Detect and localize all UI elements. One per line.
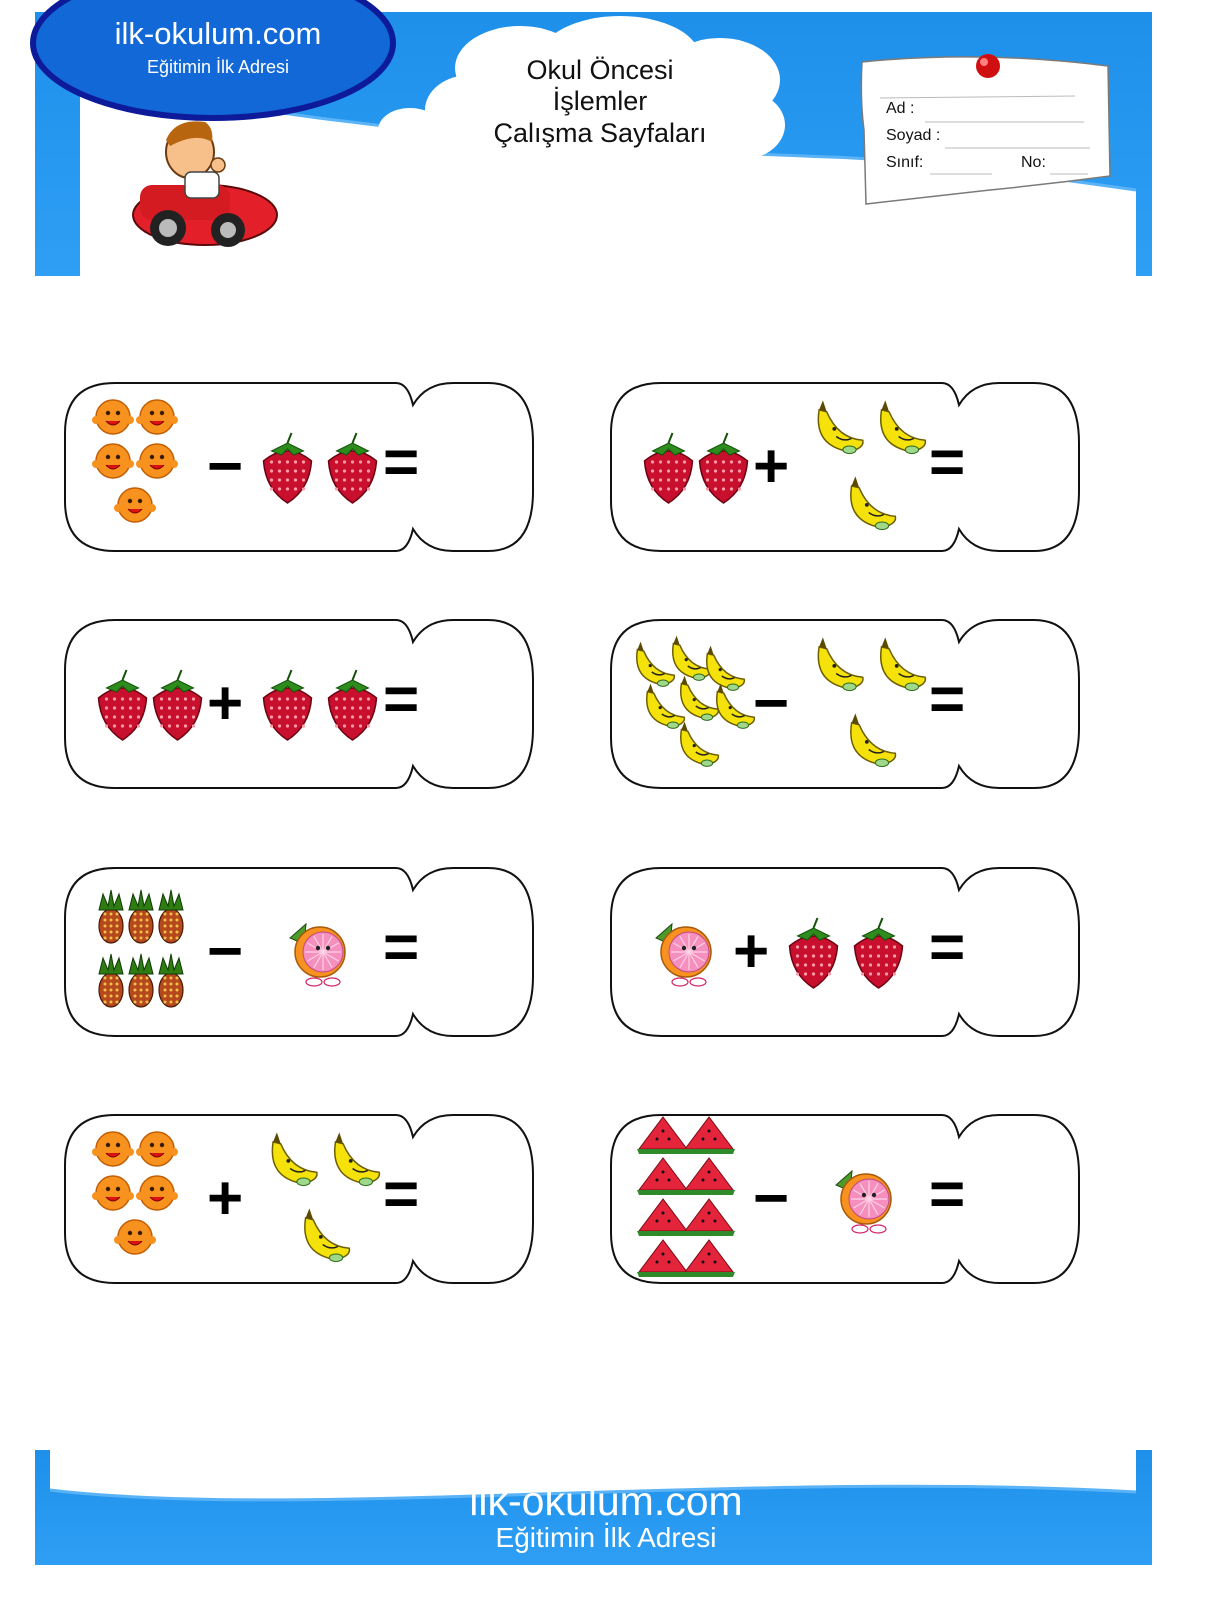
answer-box-5[interactable] xyxy=(410,878,528,1026)
problem-fruits xyxy=(92,399,927,1277)
worksheet-title-line-2: İşlemler xyxy=(552,86,648,116)
class-field-label: Sınıf: xyxy=(886,154,924,171)
problem-8-equals: = xyxy=(929,1160,966,1229)
problem-2-operator: + xyxy=(753,432,790,501)
problem-frame-7 xyxy=(64,1114,534,1284)
answer-box-2[interactable] xyxy=(956,393,1074,541)
problem-3-operator: + xyxy=(207,669,244,738)
thought-cloud xyxy=(235,16,785,222)
answer-box-3[interactable] xyxy=(410,630,528,778)
problem-4-operator: − xyxy=(753,669,790,738)
problem-3-equals: = xyxy=(383,665,420,734)
problem-2-equals: = xyxy=(929,428,966,497)
problem-6-equals: = xyxy=(929,913,966,982)
problem-frame-2 xyxy=(610,382,1080,552)
answer-box-8[interactable] xyxy=(956,1125,1074,1273)
site-title[interactable]: ilk-okulum.com xyxy=(114,16,322,51)
problem-frames xyxy=(64,382,1080,1284)
problem-7-operator: + xyxy=(207,1164,244,1233)
pushpin-icon xyxy=(976,54,1000,78)
problem-5-operator: − xyxy=(207,917,244,986)
problem-1-operator: − xyxy=(207,432,244,501)
problem-frame-6 xyxy=(610,867,1080,1037)
name-field-label: Ad : xyxy=(886,100,915,117)
answer-box-7[interactable] xyxy=(410,1125,528,1273)
worksheet-title-line-3: Çalışma Sayfaları xyxy=(493,118,707,148)
problem-1-equals: = xyxy=(383,428,420,497)
student-info-card xyxy=(860,54,1111,205)
problem-frame-4 xyxy=(610,619,1080,789)
worksheet-title-line-1: Okul Öncesi xyxy=(526,55,674,85)
problem-5-equals: = xyxy=(383,913,420,982)
answer-box-4[interactable] xyxy=(956,630,1074,778)
problem-6-operator: + xyxy=(733,917,770,986)
footer-band xyxy=(35,1450,1152,1565)
logo-ellipse xyxy=(30,0,396,121)
problem-8-operator: − xyxy=(753,1164,790,1233)
number-field-label: No: xyxy=(1021,154,1046,171)
answer-box-1[interactable] xyxy=(410,393,528,541)
car-driver-illustration xyxy=(132,121,278,247)
surname-field-label: Soyad : xyxy=(886,127,941,144)
footer-site-title[interactable]: ilk-okulum.com xyxy=(469,1478,743,1524)
site-subtitle: Eğitimin İlk Adresi xyxy=(146,57,290,77)
problem-4-equals: = xyxy=(929,665,966,734)
problem-7-equals: = xyxy=(383,1160,420,1229)
answer-box-6[interactable] xyxy=(956,878,1074,1026)
footer-site-subtitle: Eğitimin İlk Adresi xyxy=(495,1522,717,1553)
